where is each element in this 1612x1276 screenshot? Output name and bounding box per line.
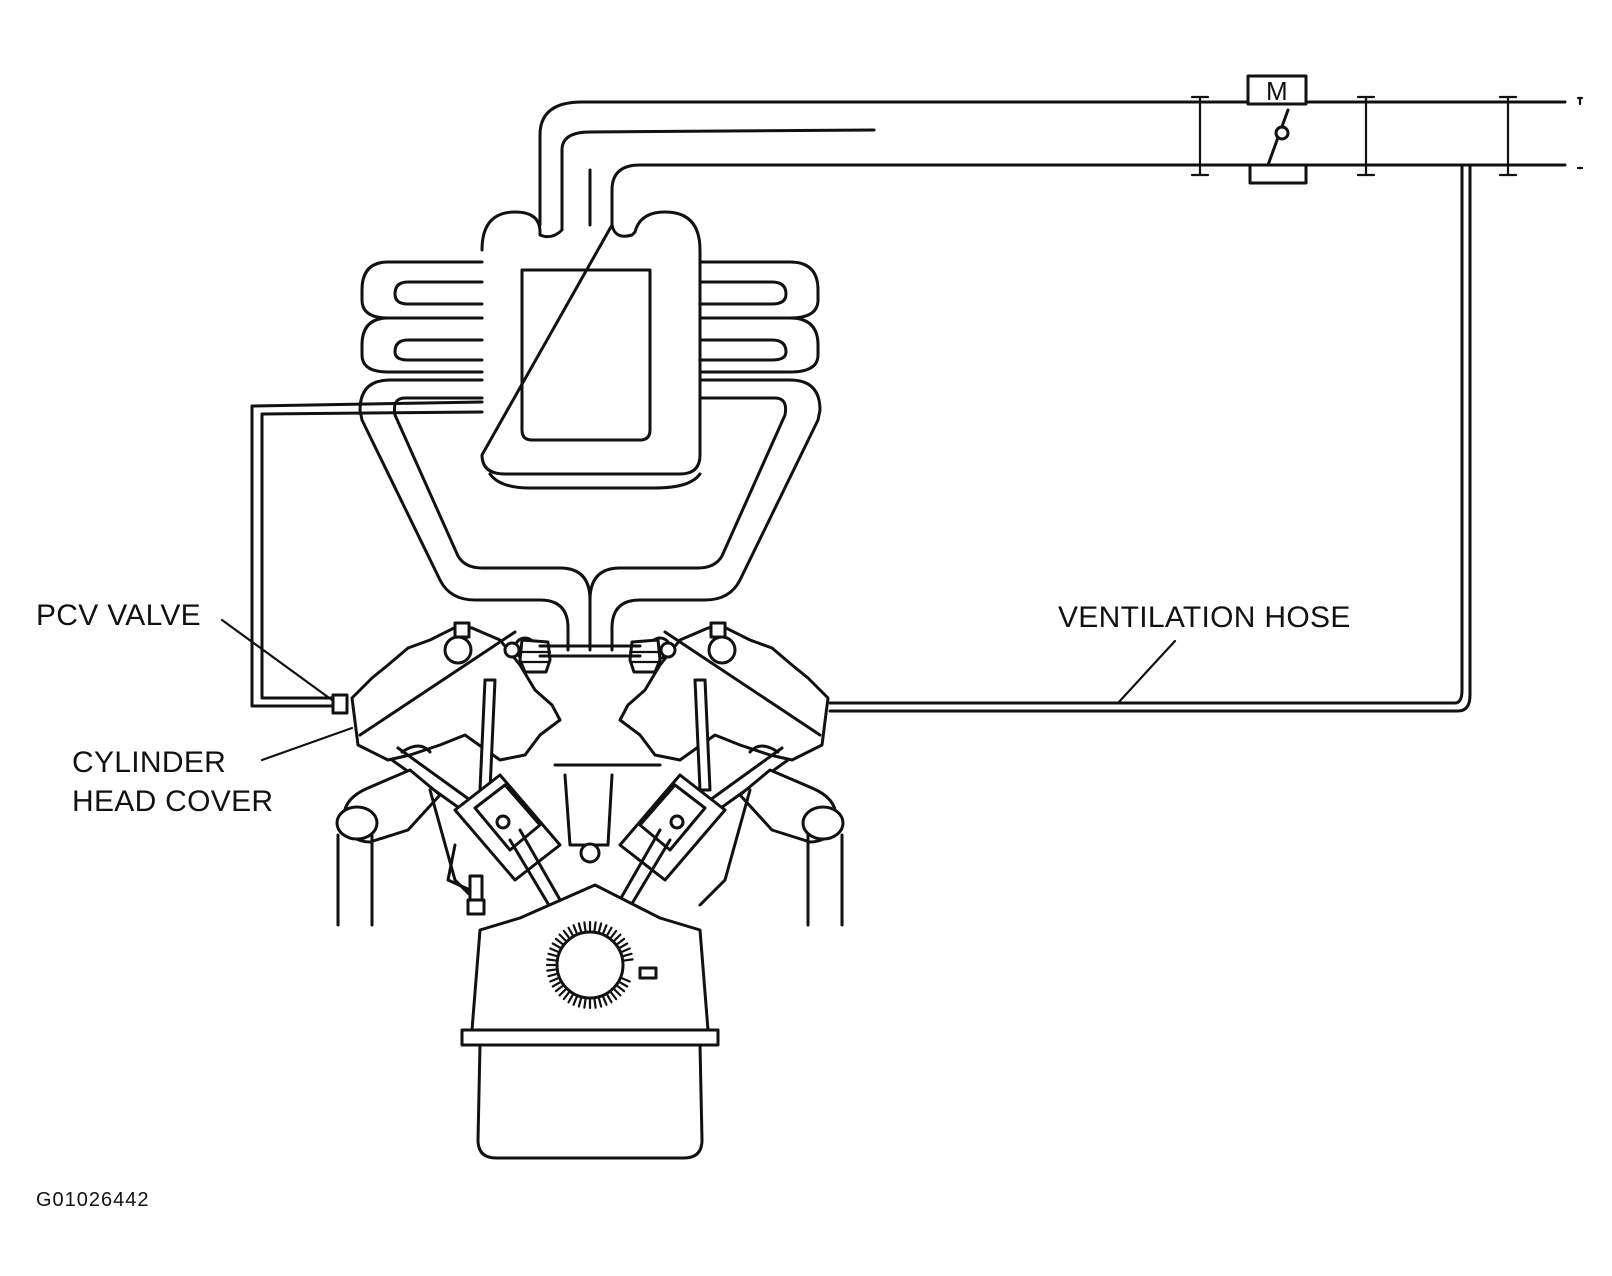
timing-tooth	[593, 998, 597, 1009]
timing-tooth	[551, 942, 561, 949]
timing-tooth	[562, 929, 570, 939]
pcv-valve-label: PCV VALVE	[36, 599, 201, 632]
timing-tooth	[554, 937, 564, 945]
intake-manifold	[358, 210, 822, 652]
ventilation-hose-label: VENTILATION HOSE	[1058, 601, 1351, 634]
engine-block	[335, 621, 845, 1160]
throttle-body	[1190, 74, 1518, 185]
timing-tooth	[622, 952, 633, 958]
timing-tooth	[547, 952, 558, 958]
timing-tooth	[583, 921, 587, 932]
timing-tooth	[558, 933, 567, 942]
timing-tooth	[610, 929, 618, 939]
timing-tooth	[610, 991, 618, 1001]
timing-tooth	[567, 994, 574, 1004]
leader-pcv-valve	[220, 618, 334, 702]
hose-clamp	[1356, 95, 1376, 177]
timing-tooth	[577, 997, 583, 1008]
timing-tooth	[549, 947, 559, 953]
timing-tooth	[602, 924, 608, 934]
timing-tooth	[549, 977, 559, 983]
timing-tooth	[616, 985, 626, 993]
timing-tooth	[619, 981, 629, 988]
pcv-hose	[250, 400, 484, 715]
timing-tooth	[593, 921, 597, 932]
throttle-motor-label: M	[1266, 76, 1288, 106]
timing-tooth	[572, 996, 578, 1006]
crank-timing-wheel	[545, 920, 634, 1010]
timing-tooth	[583, 998, 587, 1009]
timing-tooth	[623, 958, 634, 962]
timing-tooth	[619, 942, 629, 949]
intake-duct	[538, 96, 1584, 227]
timing-tooth	[613, 933, 622, 942]
timing-tooth	[577, 922, 583, 933]
timing-tooth	[606, 994, 613, 1004]
timing-tooth	[606, 926, 613, 936]
timing-tooth	[554, 985, 564, 993]
timing-tooth	[562, 991, 570, 1001]
timing-tooth	[546, 968, 557, 972]
leader-ventilation-hose	[1116, 639, 1177, 705]
figure-id: G01026442	[36, 1189, 150, 1211]
leader-cylinder-head-cover	[260, 726, 354, 762]
timing-tooth	[567, 926, 574, 936]
hose-clamp	[1498, 95, 1518, 177]
cylinder-head-cover-label-line1: CYLINDER	[72, 746, 227, 779]
timing-tooth	[613, 988, 622, 997]
timing-tooth	[597, 997, 603, 1008]
timing-tooth	[551, 981, 561, 988]
timing-tooth	[558, 988, 567, 997]
timing-tooth	[547, 972, 558, 978]
timing-tooth	[616, 937, 626, 945]
timing-tooth	[597, 922, 603, 933]
timing-tooth	[602, 996, 608, 1006]
timing-tooth	[621, 947, 631, 953]
hose-clamp	[1190, 95, 1210, 177]
timing-tooth	[572, 924, 578, 934]
timing-tooth	[546, 958, 557, 962]
cylinder-head-cover-label-line2: HEAD COVER	[72, 785, 274, 818]
timing-tooth	[621, 977, 631, 983]
ventilation-hose	[828, 163, 1472, 713]
